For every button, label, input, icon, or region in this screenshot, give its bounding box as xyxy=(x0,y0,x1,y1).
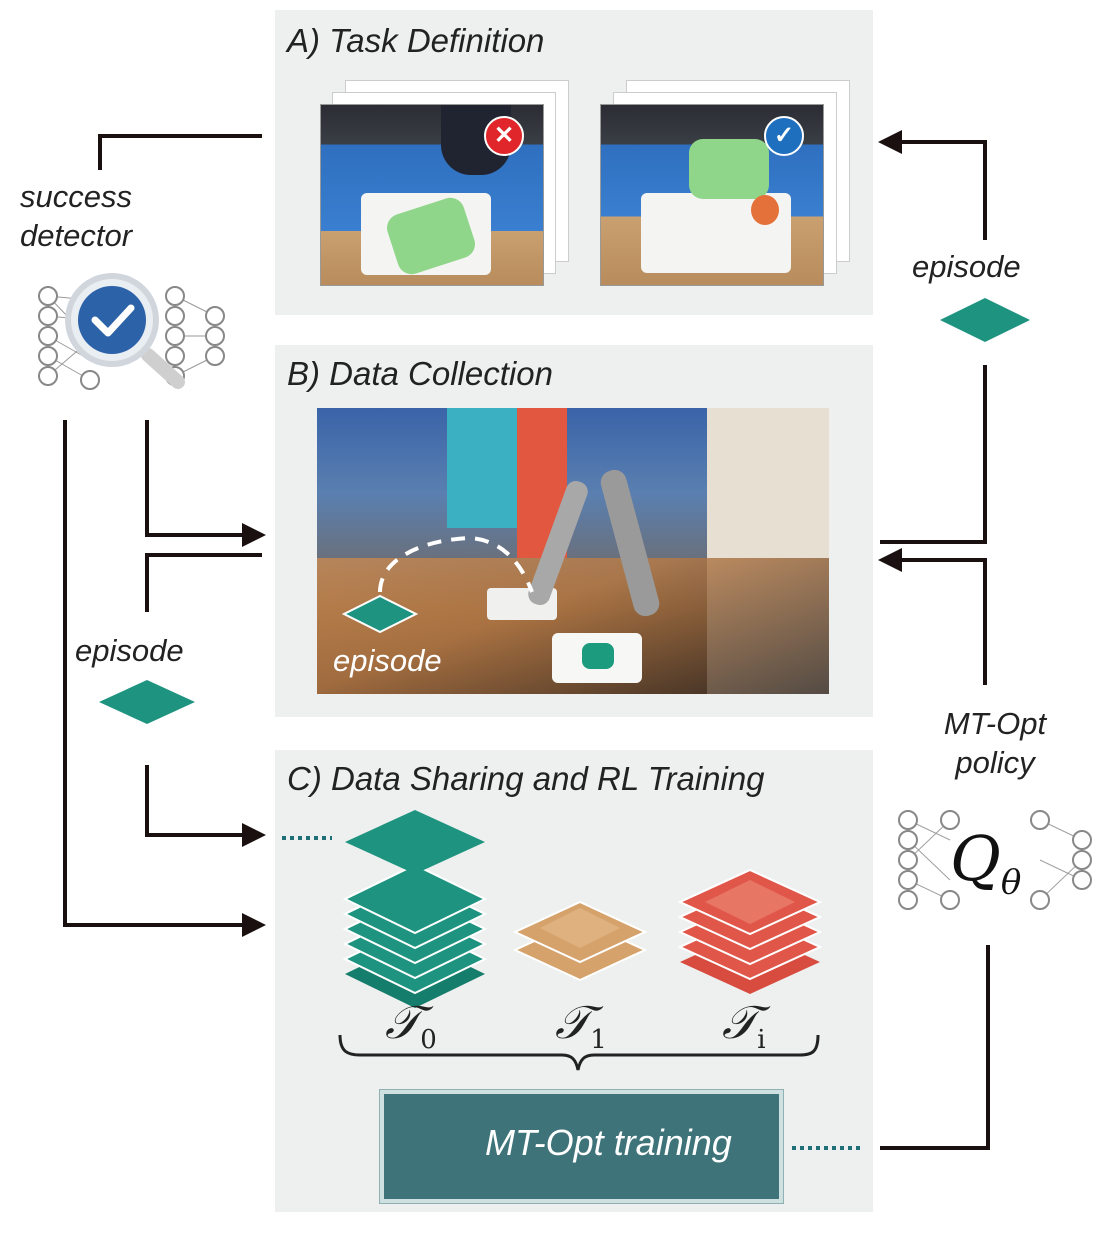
policy-line2: policy xyxy=(955,744,1035,780)
task0-stack xyxy=(342,810,488,1008)
task1-symbol: 𝒯1 xyxy=(555,995,607,1055)
task0-letter: 𝒯 xyxy=(385,995,421,1049)
task-brace xyxy=(338,1034,820,1071)
collection-to-task-arrow xyxy=(880,365,987,544)
collection-to-episode-line xyxy=(145,553,262,612)
task1-subscript: 1 xyxy=(590,1025,607,1056)
episode-trajectory xyxy=(378,535,534,593)
robot-fleet-photo xyxy=(317,408,829,694)
data-collection-title: B) Data Collection xyxy=(287,355,553,392)
policy-network-icon xyxy=(898,810,1092,910)
task0-subscript: 0 xyxy=(420,1025,437,1056)
policy-q-symbol: Qθ xyxy=(950,822,1021,902)
episode-tile-photo xyxy=(341,594,419,634)
episode-to-task-arrow xyxy=(878,130,987,240)
detector-to-collection-arrow xyxy=(145,420,266,547)
success-detector-label: success detector xyxy=(20,178,190,256)
task0-symbol: 𝒯0 xyxy=(385,995,437,1055)
magnifier-check-icon xyxy=(65,273,185,389)
policy-to-collection-arrow xyxy=(878,548,987,685)
x-icon: ✕ xyxy=(484,116,524,156)
episode-label-right: episode xyxy=(912,249,1021,284)
episode-label-left: episode xyxy=(75,633,184,668)
policy-line1: MT-Opt xyxy=(943,706,1047,741)
task1-letter: 𝒯 xyxy=(555,995,591,1049)
policy-label: MT-Opt policy xyxy=(905,705,1085,783)
task1-stack xyxy=(512,900,648,982)
taski-subscript: i xyxy=(757,1025,766,1056)
training-to-policy-line xyxy=(880,945,990,1150)
episode-tile-right xyxy=(940,298,1030,342)
mt-opt-training-label: MT-Opt training xyxy=(485,1122,732,1163)
episode-to-sharing-arrow xyxy=(145,765,266,847)
q-letter: Q xyxy=(950,822,1001,895)
episode-label-photo: episode xyxy=(333,643,442,678)
detector-from-task-line xyxy=(98,134,262,170)
incoming-episode-tile xyxy=(345,810,485,874)
taski-symbol: 𝒯i xyxy=(722,995,766,1055)
taski-letter: 𝒯 xyxy=(722,995,758,1049)
episode-tile-left xyxy=(99,680,195,724)
check-icon: ✓ xyxy=(764,116,804,156)
success-detector-line1: success xyxy=(20,179,132,214)
task-definition-title: A) Task Definition xyxy=(287,22,545,59)
success-detector-line2: detector xyxy=(20,217,133,253)
mt-opt-training-box xyxy=(380,1090,783,1203)
detector-to-sharing-arrow xyxy=(63,420,266,937)
taski-stack xyxy=(677,868,823,994)
q-subscript: θ xyxy=(1000,862,1022,903)
data-sharing-title: C) Data Sharing and RL Training xyxy=(287,760,765,797)
